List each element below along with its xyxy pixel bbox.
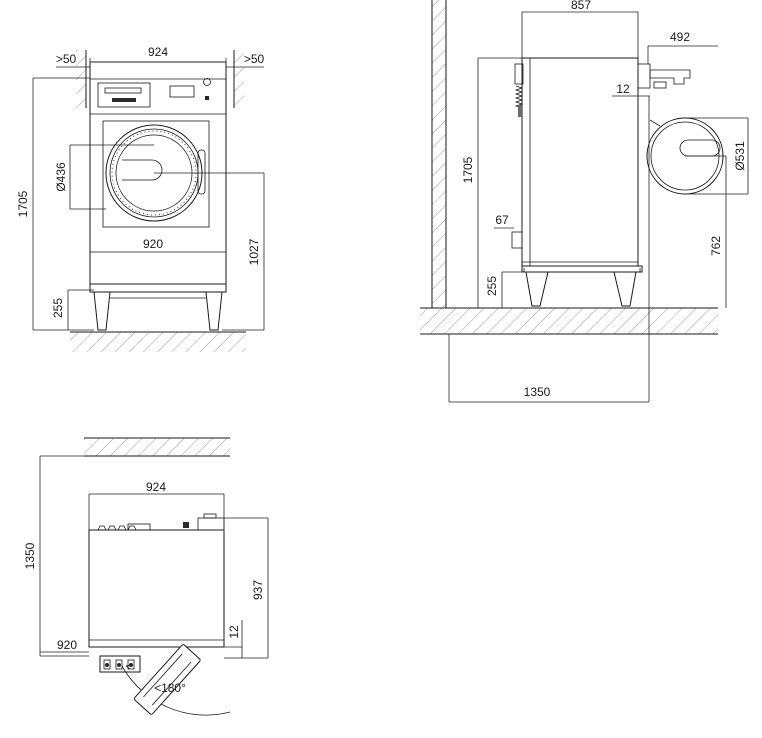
side-view: 857 492 1705 12 67 Ø531 762 255 1350 bbox=[420, 0, 749, 403]
hose-bracket bbox=[637, 63, 651, 89]
top-wall-hatch bbox=[84, 438, 230, 456]
side-drain-label: 67 bbox=[495, 213, 509, 227]
side-offset-label: 12 bbox=[616, 82, 630, 96]
door-swing-label: <180° bbox=[154, 681, 186, 695]
top-open-door bbox=[133, 644, 201, 715]
side-hose-label: 492 bbox=[670, 30, 690, 44]
coin-slot bbox=[169, 85, 195, 98]
top-depth-total-label: 1350 bbox=[23, 542, 37, 569]
side-height-label: 1705 bbox=[461, 156, 475, 183]
power-knob bbox=[203, 78, 211, 86]
side-base bbox=[521, 265, 643, 273]
side-floor-hatch bbox=[420, 308, 718, 334]
front-clear-left-label: >50 bbox=[56, 52, 77, 66]
top-width-label: 924 bbox=[146, 480, 166, 494]
front-door-diameter-label: Ø436 bbox=[54, 162, 68, 192]
control-display bbox=[97, 82, 151, 108]
front-base-label: 255 bbox=[51, 298, 65, 318]
top-machine-body bbox=[88, 529, 225, 648]
top-view: <180° 924 1350 937 12 920 bbox=[23, 437, 269, 716]
side-base-label: 255 bbox=[485, 276, 499, 296]
front-view: 924 >50 >50 1705 Ø436 1027 920 255 bbox=[16, 45, 265, 352]
front-door-center-label: 1027 bbox=[247, 238, 261, 265]
side-door-center-label: 762 bbox=[709, 236, 723, 256]
side-total-depth-label: 1350 bbox=[524, 385, 551, 399]
front-clear-right-label: >50 bbox=[244, 52, 265, 66]
top-depth-machine-label: 937 bbox=[251, 580, 265, 600]
side-door-diameter-label: Ø531 bbox=[733, 141, 747, 171]
drain-outlet bbox=[511, 231, 523, 249]
door-swing-arc bbox=[121, 665, 231, 716]
top-offset-label: 12 bbox=[227, 625, 241, 639]
front-base bbox=[89, 283, 227, 293]
front-inner-width-label: 920 bbox=[143, 237, 163, 251]
top-hose-connector bbox=[197, 517, 225, 531]
door-frame bbox=[102, 120, 210, 228]
right-wall-hatch bbox=[234, 50, 244, 108]
front-floor-hatch bbox=[70, 332, 246, 352]
front-height-label: 1705 bbox=[16, 190, 30, 217]
side-wall-hatch bbox=[432, 0, 446, 308]
front-width-label: 924 bbox=[148, 45, 168, 59]
top-door-width-label: 920 bbox=[57, 638, 77, 652]
left-wall-hatch bbox=[76, 50, 86, 108]
door-handle bbox=[197, 149, 206, 195]
side-depth-label: 857 bbox=[571, 0, 591, 12]
